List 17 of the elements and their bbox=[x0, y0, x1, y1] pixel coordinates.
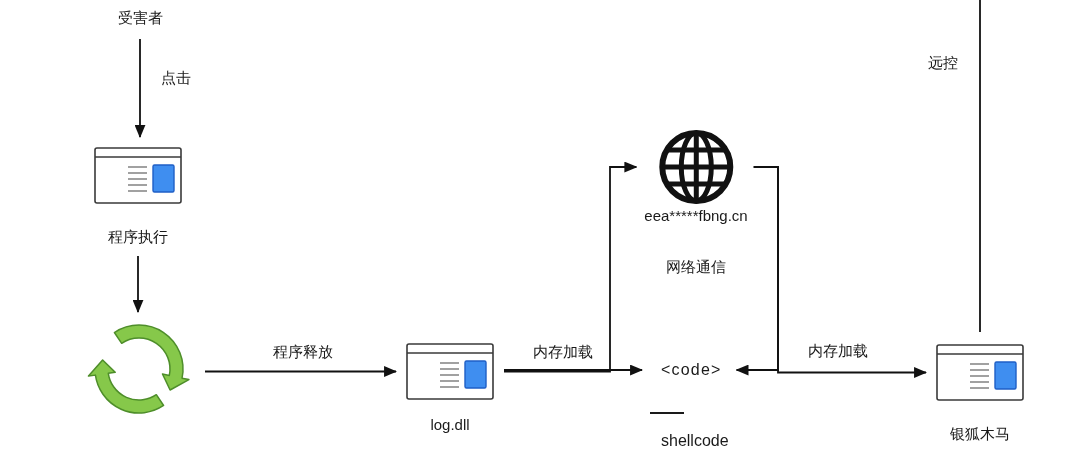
connector-line bbox=[979, 0, 981, 333]
arrow bbox=[132, 255, 144, 314]
arrow bbox=[503, 161, 638, 373]
node-label: shellcode bbox=[661, 432, 729, 450]
arrow bbox=[752, 166, 928, 378]
note-label: 网络通信 bbox=[666, 258, 726, 276]
node-label: 受害者 bbox=[117, 9, 163, 27]
node-label: 程序执行 bbox=[108, 228, 168, 246]
edge-label: 远控 bbox=[925, 54, 961, 72]
node-label: 银狐木马 bbox=[950, 425, 1010, 443]
node-label: <code> bbox=[661, 361, 722, 379]
edge-label: 程序释放 bbox=[270, 343, 336, 361]
node-label: eea*****fbng.cn bbox=[644, 207, 748, 225]
arrow bbox=[134, 38, 146, 139]
arrow bbox=[204, 366, 398, 377]
node-label: log.dll bbox=[430, 416, 470, 434]
arrow bbox=[503, 364, 644, 376]
